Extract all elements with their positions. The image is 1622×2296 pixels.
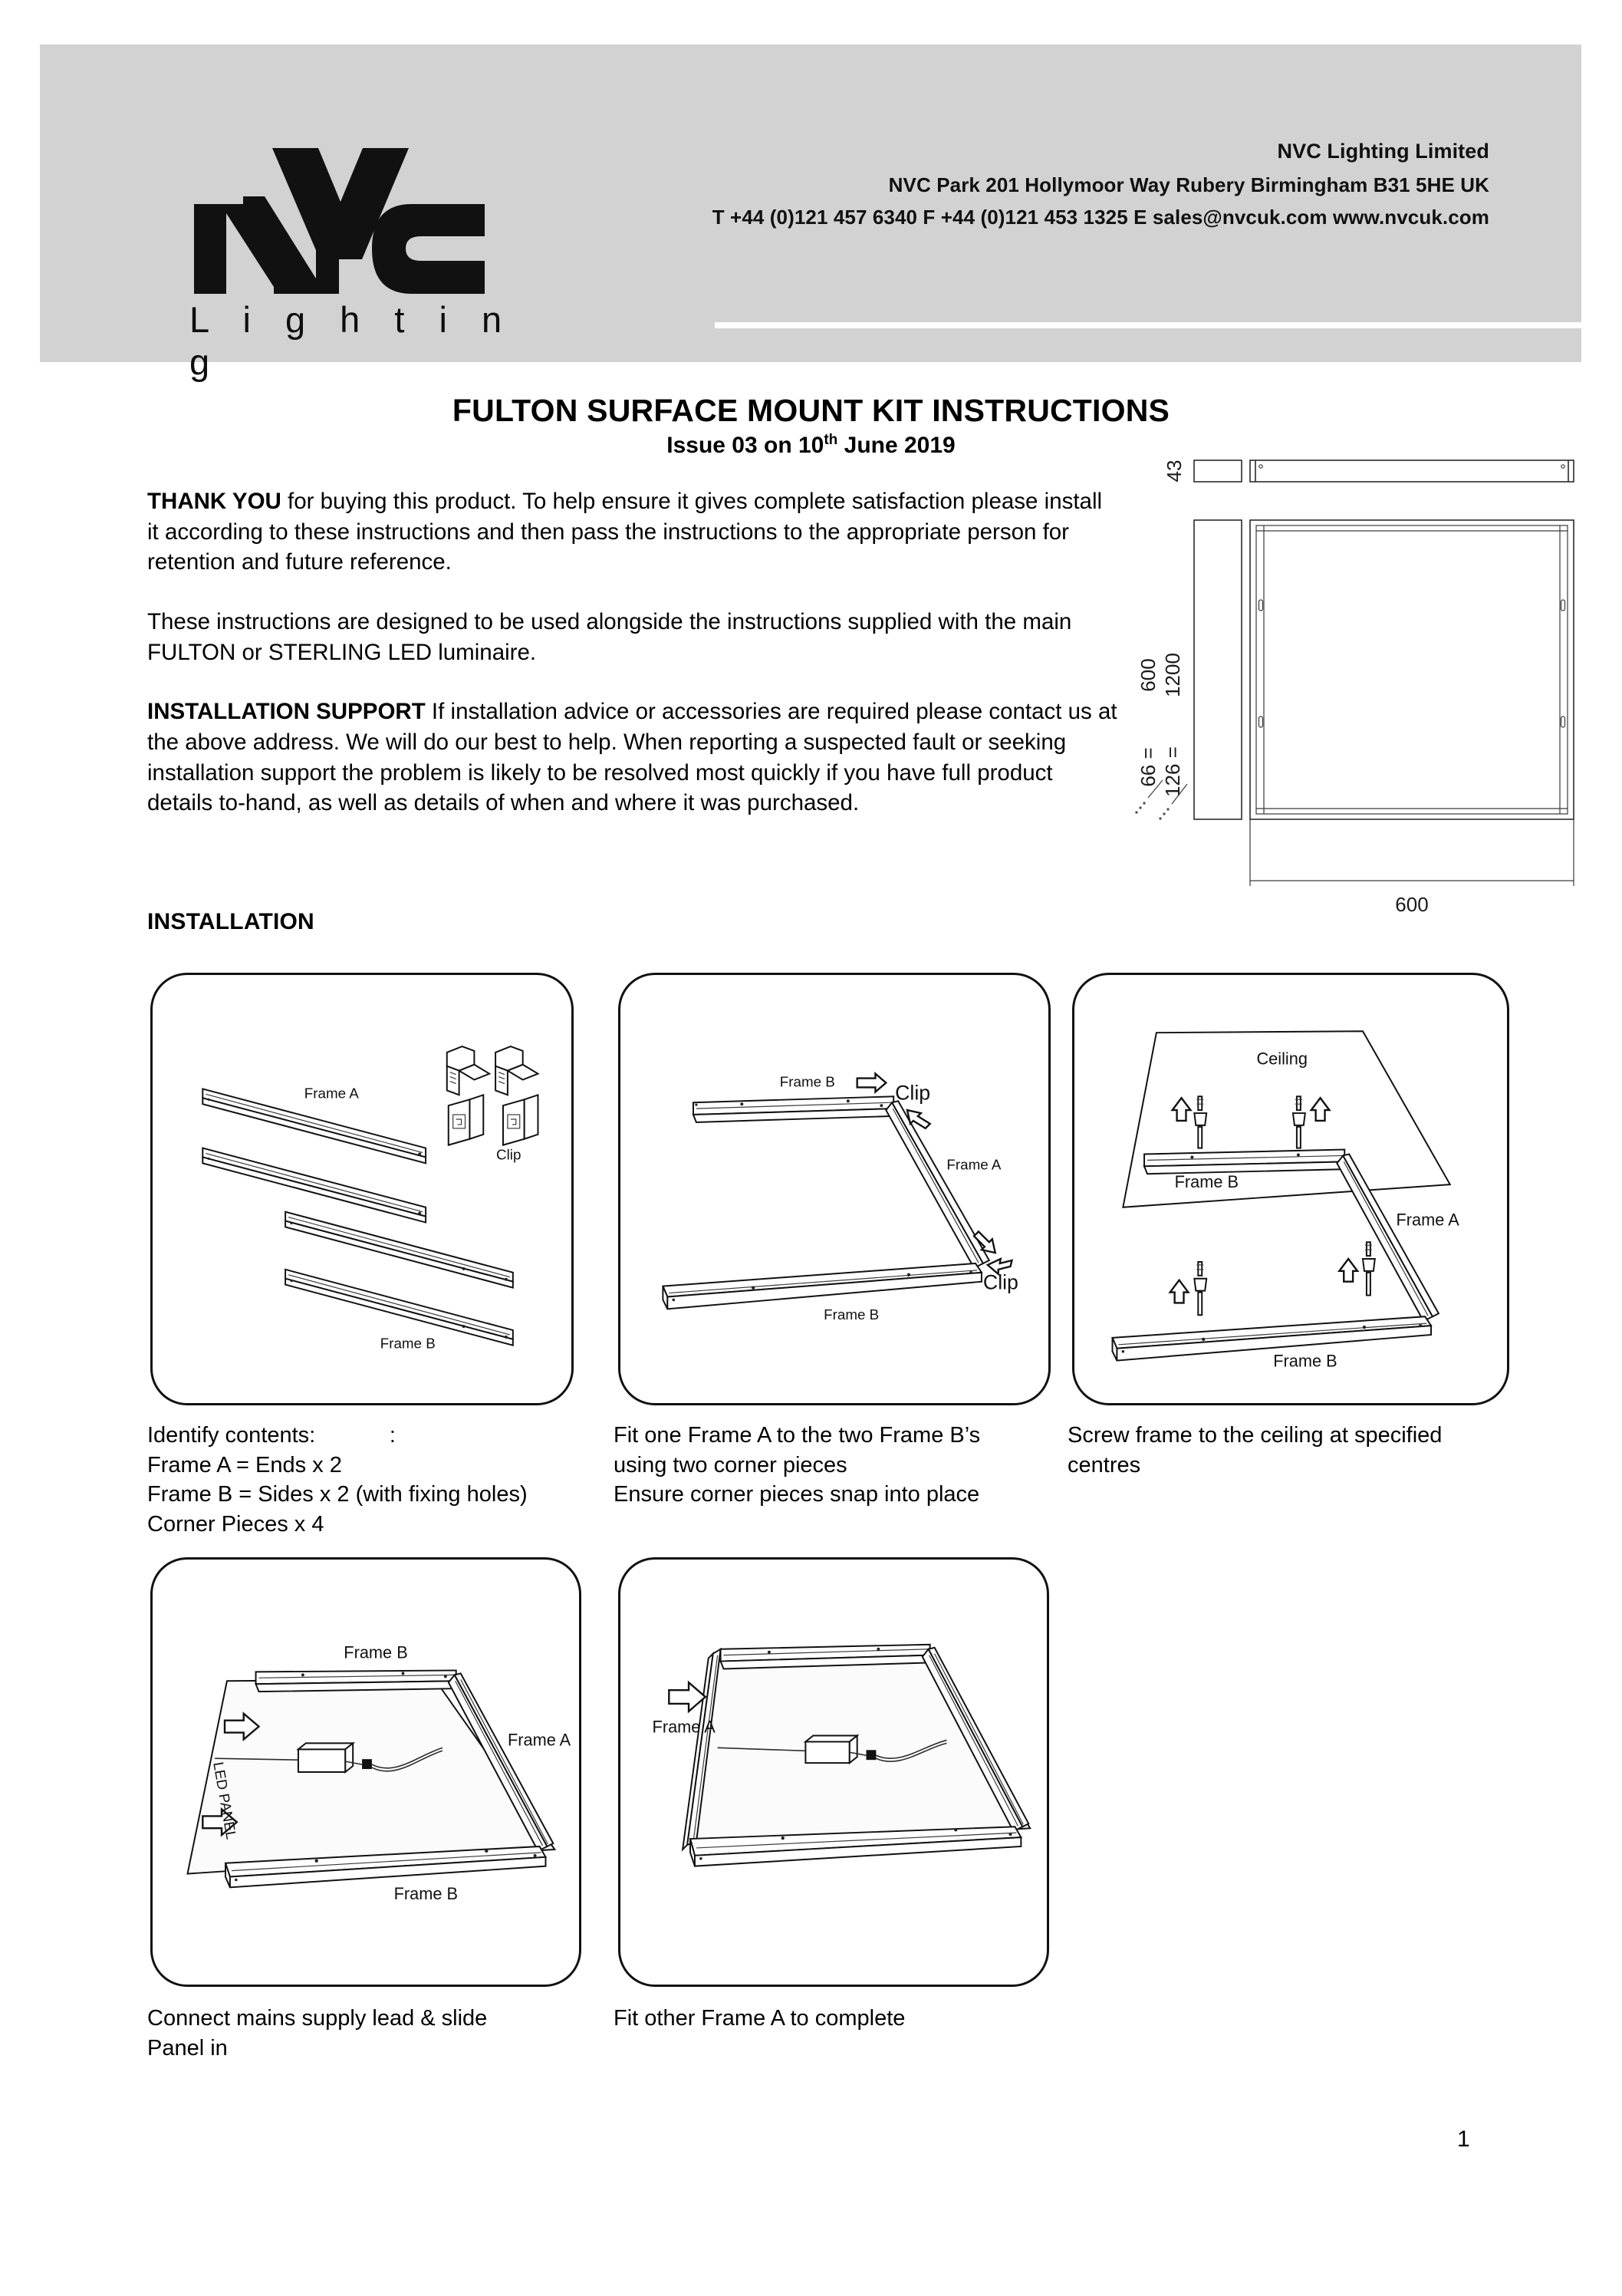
panel4-frame-a-label: Frame A — [508, 1730, 571, 1749]
panel3-frame-a-label: Frame A — [1397, 1210, 1460, 1229]
brand-logo: L i g h t i n g — [182, 144, 542, 383]
thank-you-body: for buying this product. To help ensure … — [147, 489, 1103, 575]
caption-line: Fit other Frame A to complete — [614, 2006, 906, 2031]
installation-step-1-caption: Identify contents: : Frame A = Ends x 2 … — [147, 1421, 577, 1539]
thank-you-paragraph: THANK YOU for buying this product. To he… — [147, 486, 1117, 578]
panel3-frame-b-bottom-label: Frame B — [1273, 1352, 1337, 1371]
product-dimension-drawing: 43 600 1200 66 = 126 = 600 — [1121, 437, 1593, 944]
installation-support-label: INSTALLATION SUPPORT — [147, 699, 426, 725]
caption-line: Frame B = Sides x 2 (with fixing holes) — [147, 1482, 528, 1507]
installation-support-paragraph: INSTALLATION SUPPORT If installation adv… — [147, 697, 1117, 819]
panel1-frame-b-label: Frame B — [380, 1336, 436, 1352]
caption-line: Ensure corner pieces snap into place — [614, 1482, 980, 1507]
caption-line: Identify contents: : — [147, 1423, 396, 1448]
installation-step-2-caption: Fit one Frame A to the two Frame B’s usi… — [614, 1421, 1051, 1510]
issue-line: Issue 03 on 10th June 2019 — [0, 432, 1622, 459]
installation-step-3-illustration: Ceiling — [1072, 973, 1509, 1405]
installation-step-5-illustration: Frame A — [618, 1557, 1049, 1987]
alongside-paragraph: These instructions are designed to be us… — [147, 609, 1072, 665]
page-number: 1 — [1457, 2126, 1470, 2152]
caption-line: using two corner pieces — [614, 1452, 847, 1477]
panel3-ceiling-label: Ceiling — [1256, 1049, 1308, 1069]
caption-line: Screw frame to the ceiling at specified — [1068, 1423, 1443, 1448]
issue-prefix: Issue 03 on 10 — [666, 433, 824, 458]
brand-logo-wordmark: L i g h t i n g — [189, 299, 515, 382]
dim-height-600-label: 600 — [1137, 658, 1160, 691]
installation-step-4-caption: Connect mains supply lead & slide Panel … — [147, 2004, 577, 2063]
caption-line: Fit one Frame A to the two Frame B’s — [614, 1423, 981, 1448]
installation-step-5-caption: Fit other Frame A to complete — [614, 2004, 1051, 2034]
panel2-frame-b-top-label: Frame B — [780, 1073, 835, 1089]
intro-text-block: THANK YOU for buying this product. To he… — [147, 486, 1117, 819]
panel2-frame-b-bottom-label: Frame B — [824, 1306, 879, 1323]
header-band: L i g h t i n g NVC Lighting Limited NVC… — [40, 44, 1587, 382]
dim-height-1200-label: 1200 — [1161, 653, 1184, 697]
panel3-frame-b-top-label: Frame B — [1175, 1172, 1239, 1191]
installation-step-1-illustration: Frame A Frame B Clip — [150, 973, 574, 1405]
issue-ordinal-suffix: th — [824, 432, 838, 448]
installation-step-3-caption: Screw frame to the ceiling at specified … — [1068, 1421, 1528, 1480]
installation-step-4-illustration: Frame B Frame A Frame B LED PANEL — [150, 1557, 581, 1987]
installation-support-body: If installation advice or accessories ar… — [147, 699, 1117, 816]
panel5-frame-a-label: Frame A — [653, 1718, 716, 1737]
dim-depth-label: 43 — [1163, 460, 1186, 483]
caption-line: Frame A = Ends x 2 — [147, 1452, 342, 1477]
caption-line: Panel in — [147, 2035, 228, 2060]
panel2-frame-a-label: Frame A — [946, 1156, 1001, 1172]
caption-line: Connect mains supply lead & slide — [147, 2006, 488, 2031]
company-address: NVC Park 201 Hollymoor Way Rubery Birmin… — [888, 173, 1489, 196]
panel4-frame-b-bottom-label: Frame B — [394, 1884, 458, 1903]
issue-suffix: June 2019 — [837, 433, 956, 458]
caption-line: Corner Pieces x 4 — [147, 1511, 324, 1537]
panel1-frame-a-label: Frame A — [304, 1085, 359, 1101]
panel4-frame-b-top-label: Frame B — [344, 1643, 407, 1662]
company-name: NVC Lighting Limited — [1277, 140, 1489, 163]
company-contact: T +44 (0)121 457 6340 F +44 (0)121 453 1… — [712, 205, 1489, 229]
caption-line: centres — [1068, 1452, 1141, 1477]
dim-height-66-prefix: 66 = — [1137, 747, 1160, 786]
nvc-logo-icon — [194, 148, 485, 294]
dim-height-126-prefix: 126 = — [1161, 746, 1184, 797]
dim-width-label: 600 — [1395, 893, 1428, 916]
header-divider-rule — [715, 322, 1587, 328]
panel2-clip-top-label: Clip — [895, 1081, 930, 1104]
panel1-clip-label: Clip — [496, 1146, 521, 1162]
page-title: FULTON SURFACE MOUNT KIT INSTRUCTIONS — [452, 393, 1170, 428]
panel2-clip-bottom-label: Clip — [983, 1271, 1018, 1294]
company-details: NVC Lighting Limited NVC Park 201 Hollym… — [712, 135, 1489, 233]
installation-step-2-illustration: Frame B Clip Frame A Clip Frame B — [618, 973, 1051, 1405]
thank-you-label: THANK YOU — [147, 489, 281, 514]
installation-section-heading: INSTALLATION — [147, 909, 314, 934]
